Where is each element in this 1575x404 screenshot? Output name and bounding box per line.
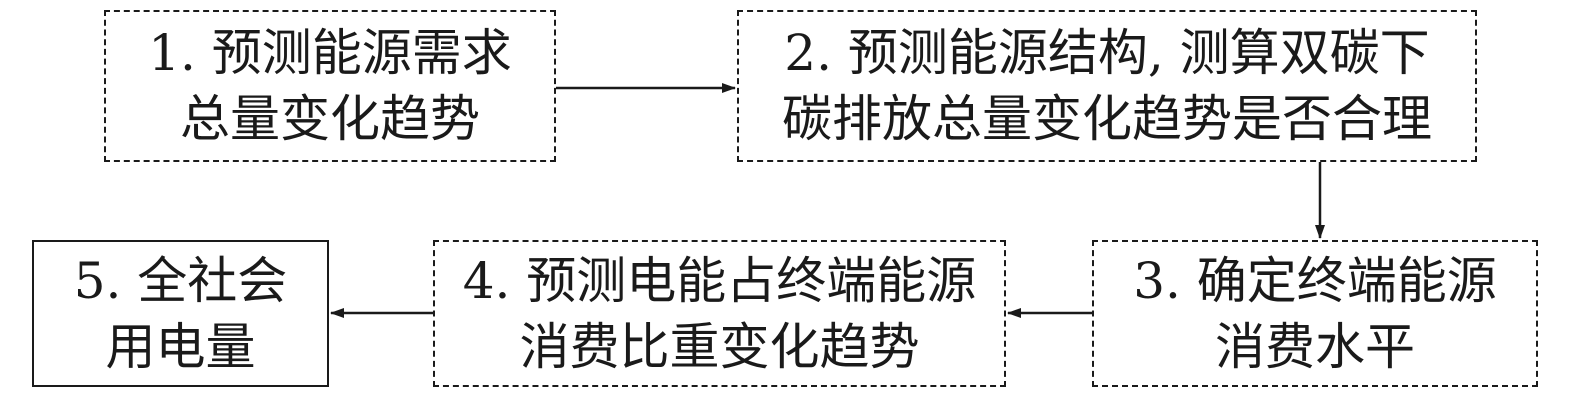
step1-line1: 1. 预测能源需求 — [148, 24, 512, 82]
step2-line2: 碳排放总量变化趋势是否合理 — [782, 90, 1432, 148]
step3-box: 3. 确定终端能源 消费水平 — [1092, 240, 1538, 387]
step4-box: 4. 预测电能占终端能源 消费比重变化趋势 — [433, 240, 1006, 387]
step3-line2: 消费水平 — [1215, 317, 1415, 376]
step5-line2: 用电量 — [105, 317, 256, 376]
step1-line2: 总量变化趋势 — [180, 90, 480, 148]
step4-line2: 消费比重变化趋势 — [519, 317, 920, 376]
step3-line1: 3. 确定终端能源 — [1133, 251, 1497, 310]
step1-box: 1. 预测能源需求 总量变化趋势 — [104, 10, 556, 162]
step4-line1: 4. 预测电能占终端能源 — [462, 251, 977, 310]
step5-box: 5. 全社会 用电量 — [32, 240, 329, 387]
step2-line1: 2. 预测能源结构, 测算双碳下 — [784, 24, 1430, 82]
step2-box: 2. 预测能源结构, 测算双碳下 碳排放总量变化趋势是否合理 — [737, 10, 1477, 162]
step5-line1: 5. 全社会 — [73, 251, 288, 310]
